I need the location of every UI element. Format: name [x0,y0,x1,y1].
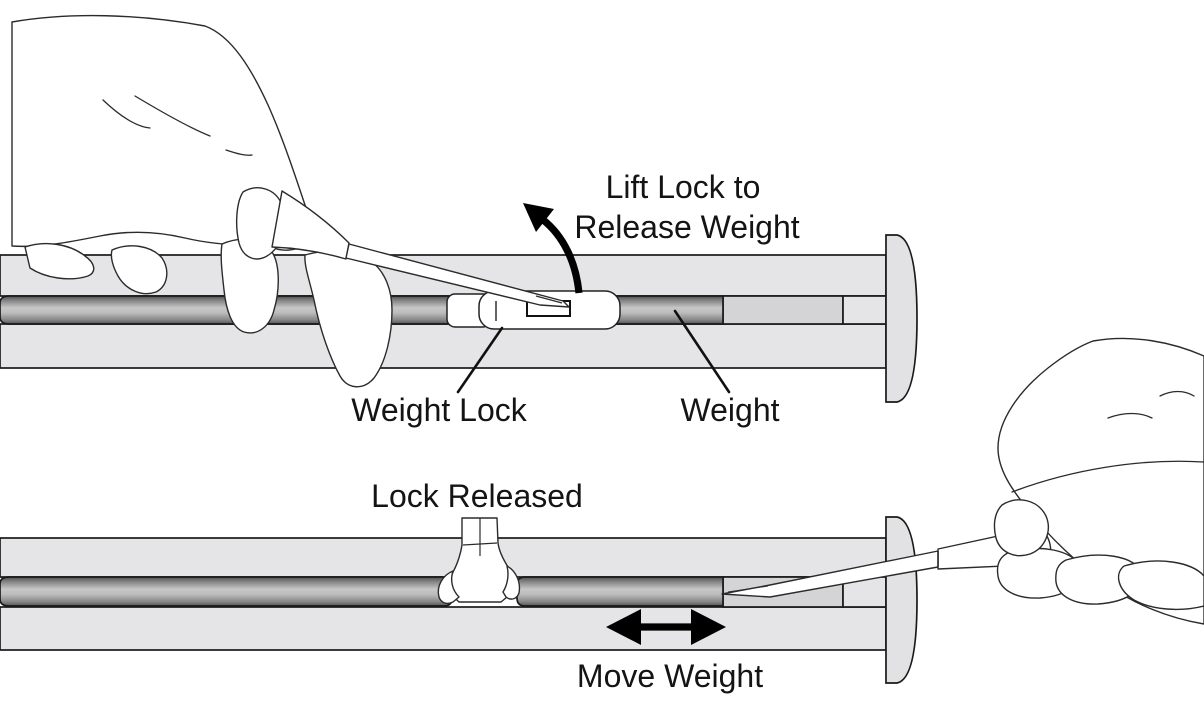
left-right-move-arrow-icon [606,609,726,645]
thumb [993,499,1049,557]
weight-lock-label: Weight Lock [351,392,528,428]
curved-arrow-head [523,203,554,232]
lock-foot-left [437,570,460,605]
top-illustration: Lift Lock to Release Weight Weight Lock … [0,14,918,428]
curved-arrow-stem [539,216,583,294]
instruction-label-line1: Lift Lock to [606,169,761,205]
double-arrow-head-left [606,609,641,645]
hand-bottom [993,337,1204,625]
rail-lower-band [0,606,887,651]
rail-channel-end-segment [842,295,887,325]
instruction-label-line2: Release Weight [574,209,799,245]
fingertip [1117,560,1204,611]
rail-channel-segment [722,295,844,325]
rail-end-cap [885,234,918,403]
lock-facet-line [462,542,498,546]
fingertip [24,242,95,280]
released-lock-piece [437,517,521,605]
weight-label: Weight [680,392,779,428]
lock-body-upright [449,517,514,603]
fingertip [110,245,168,295]
lock-released-label: Lock Released [371,478,583,514]
weight-lock-leader-line [456,326,504,394]
screwdriver-blade-edge [727,585,769,593]
knuckle-crease [102,99,151,129]
bottom-illustration: Lock Released Move Weight [0,337,1204,694]
rail-upper-band [0,537,887,578]
fingertip [1055,554,1144,605]
curved-lift-arrow-icon [523,203,583,294]
lock-foot-right [502,565,521,600]
move-weight-label: Move Weight [577,658,763,694]
screwdriver-top [271,190,570,308]
weight-lock-assembly [446,290,621,330]
hand-top [11,14,393,388]
rail-lower-band [0,323,887,369]
weight-rod-right [516,576,724,607]
rail-end-cap [885,516,918,684]
weight-rod-left [0,576,453,607]
screwdriver-blade-edge [535,295,563,304]
knuckle-crease [225,149,253,156]
knuckle-crease [1159,390,1195,397]
screwdriver-shaft [345,243,570,308]
rail-bottom [0,516,918,684]
palm-finger-boundary [1011,460,1204,493]
weight-leader-line [673,309,731,394]
double-arrow-head-right [691,609,726,645]
knuckle-crease [1107,412,1153,419]
knuckle-crease [134,95,211,137]
